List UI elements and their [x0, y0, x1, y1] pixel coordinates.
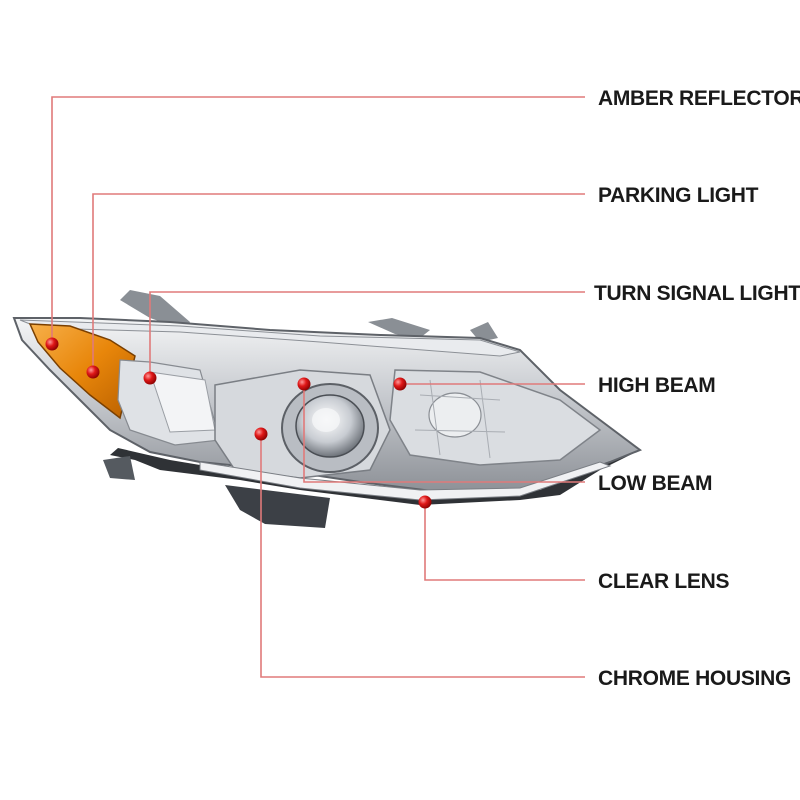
projector-lens-core	[312, 408, 340, 432]
marker-amber-reflectors	[45, 337, 59, 351]
label-turn-signal-light: TURN SIGNAL LIGHT	[594, 282, 800, 305]
high-beam-facets	[414, 379, 506, 459]
leader-clear-lens	[424, 502, 585, 581]
leader-amber-reflectors	[51, 96, 585, 344]
leader-chrome-housing	[260, 434, 585, 678]
lower-mount-bracket	[225, 485, 330, 528]
clear-lens-lip	[199, 461, 612, 501]
marker-parking-light	[86, 365, 100, 379]
marker-clear-lens	[418, 495, 432, 509]
high-beam-bulb	[428, 392, 482, 438]
leader-turn-signal-light	[149, 291, 585, 378]
marker-turn-signal-light	[143, 371, 157, 385]
high-beam-reflector	[389, 369, 602, 466]
label-clear-lens: CLEAR LENS	[598, 570, 729, 593]
leader-low-beam	[303, 384, 585, 483]
top-trim	[19, 319, 521, 357]
mount-tab-left	[120, 290, 190, 330]
headlight-assembly	[12, 290, 643, 528]
marker-chrome-housing	[254, 427, 268, 441]
mount-tab-right	[368, 318, 430, 338]
label-parking-light: PARKING LIGHT	[598, 184, 759, 207]
label-low-beam: LOW BEAM	[598, 472, 712, 495]
lower-mount	[103, 456, 135, 480]
callout-labels: AMBER REFLECTORS PARKING LIGHT TURN SIGN…	[594, 87, 800, 690]
label-chrome-housing: CHROME HOUSING	[598, 667, 791, 690]
marker-high-beam	[393, 377, 407, 391]
marker-low-beam	[297, 377, 311, 391]
leader-lines	[51, 96, 585, 678]
marker-dots	[45, 337, 432, 509]
label-amber-reflectors: AMBER REFLECTORS	[598, 87, 800, 110]
leader-parking-light	[92, 193, 585, 372]
label-high-beam: HIGH BEAM	[598, 374, 715, 397]
